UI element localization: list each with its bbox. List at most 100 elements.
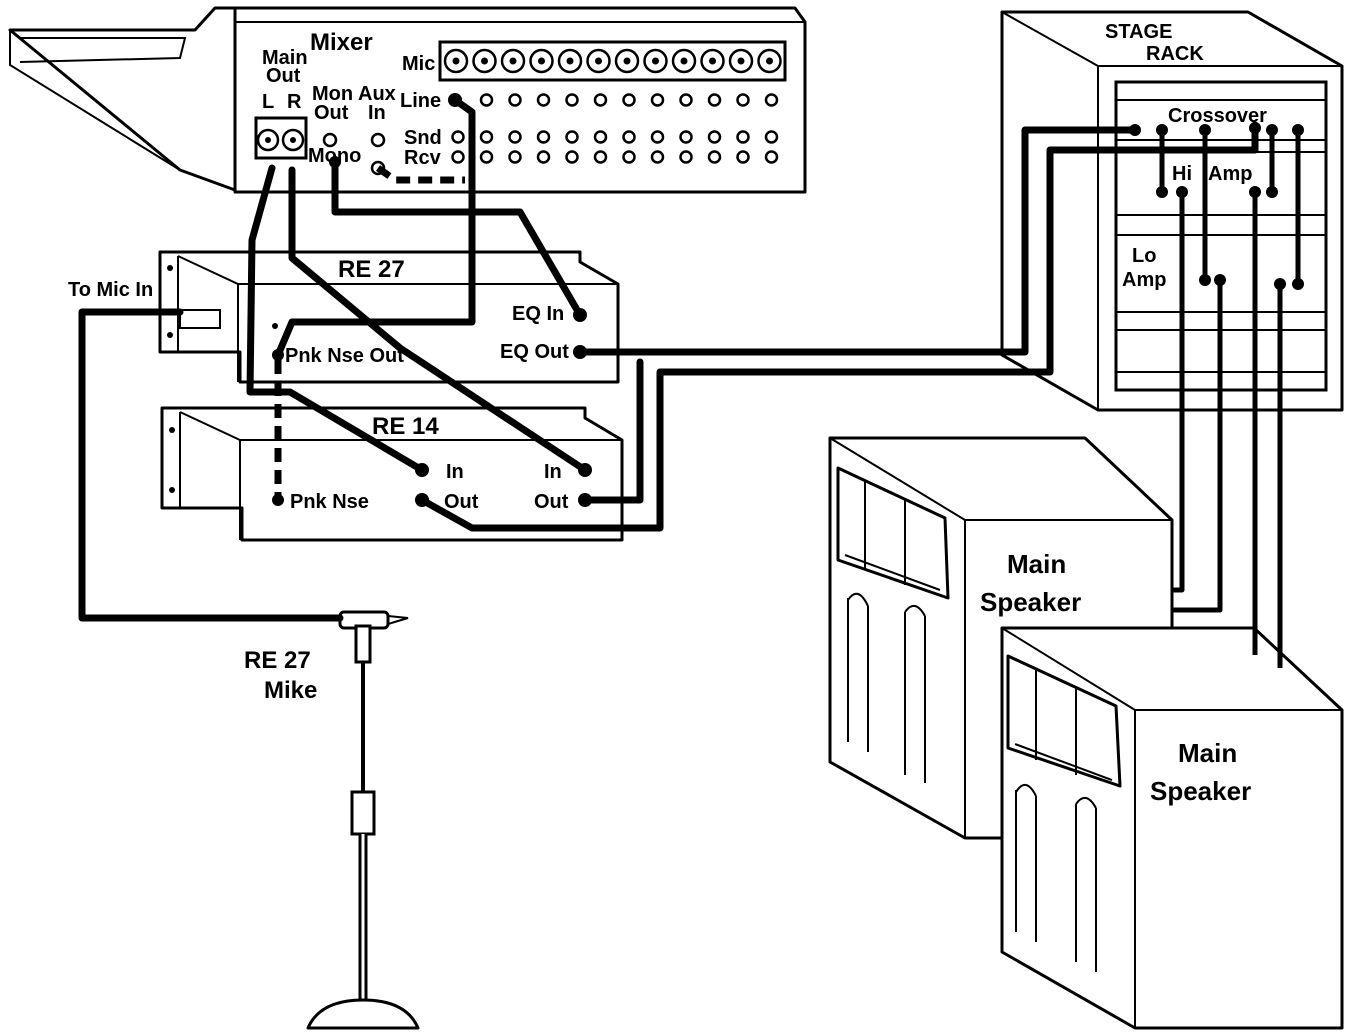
hi-amp-amp-label: Amp	[1208, 163, 1252, 185]
channel-jack	[650, 93, 665, 107]
re14-in-right-label: In	[544, 461, 562, 483]
mic-jack-pin	[737, 57, 745, 65]
main-out-label-2: Out	[266, 65, 301, 87]
channel-jack	[593, 93, 608, 107]
mic-jack-pin	[595, 57, 602, 65]
channel-jack	[679, 130, 693, 144]
channel-jack	[508, 150, 522, 164]
re14-out-left-label: Out	[444, 491, 479, 513]
channel-jack	[736, 93, 750, 107]
re14-in-left-label: In	[446, 461, 464, 483]
line-label: Line	[400, 90, 441, 112]
mic-jack-pin	[680, 57, 688, 65]
aux-in-jack	[370, 132, 386, 148]
mic-jack-strip	[438, 40, 787, 82]
re14-pink-noise-jack	[272, 494, 284, 506]
re14-in-right-jack	[578, 463, 592, 477]
re14-in-left-jack	[415, 463, 429, 477]
mixer-title: Mixer	[310, 29, 373, 56]
channel-jack	[707, 130, 722, 144]
re14-pink-noise-label: Pnk Nse	[290, 491, 369, 513]
channel-jack	[764, 150, 779, 164]
stage-rack-title-2: RACK	[1146, 43, 1204, 65]
channel-jack	[508, 130, 522, 144]
mixer: Mixer Main Out L R Mon Out Aux In Mic Li…	[8, 6, 807, 194]
mon-out-label-2: Out	[314, 102, 349, 124]
channel-jack	[707, 93, 722, 107]
mic-jack-pin	[709, 57, 716, 65]
crossover-label: Crossover	[1168, 105, 1267, 127]
mic-jack-pin	[652, 57, 659, 65]
aux-in-label-1: Aux	[358, 83, 396, 105]
pink-noise-out-jack	[272, 349, 284, 361]
channel-jack	[565, 150, 579, 164]
eq-out-label: EQ Out	[500, 341, 569, 363]
channel-jack	[451, 150, 465, 164]
send-jacks	[451, 130, 779, 144]
speaker-wiring	[1159, 130, 1301, 668]
mic-jack-pin	[623, 57, 631, 65]
channel-jack	[622, 130, 636, 144]
channel-jack	[764, 93, 779, 107]
channel-jack	[593, 150, 608, 164]
mic-jack-pin	[452, 57, 460, 65]
main-out-label-1: Main	[262, 47, 308, 69]
rcv-label: Rcv	[404, 147, 442, 169]
channel-jack	[479, 93, 494, 107]
speaker-2-label-2: Speaker	[1150, 776, 1251, 806]
line-jacks	[479, 93, 779, 107]
re14-out-right-jack	[578, 493, 592, 507]
to-mic-in-label: To Mic In	[68, 279, 153, 301]
channel-jack	[622, 93, 636, 107]
receive-jacks	[451, 150, 779, 164]
main-speaker-2: Main Speaker	[1000, 626, 1344, 1030]
stand-clutch	[350, 790, 376, 836]
hi-amp-hi-label: Hi	[1172, 163, 1192, 185]
channel-jack	[650, 130, 665, 144]
channel-jack	[479, 150, 494, 164]
channel-jack	[650, 150, 665, 164]
mono-label: Mono	[308, 145, 361, 167]
mic-jacks	[443, 48, 782, 74]
mic-label: Mic	[402, 53, 435, 75]
mike-label-1: RE 27	[244, 647, 311, 674]
re14-unit: RE 14 In Out In Out Pnk Nse	[160, 406, 624, 542]
channel-jack	[736, 150, 750, 164]
cables	[78, 96, 1259, 622]
channel-jack	[707, 150, 722, 164]
mic-jack-pin	[538, 57, 545, 65]
channel-jack	[451, 130, 465, 144]
channel-jack	[565, 93, 579, 107]
mic-stand: RE 27 Mike	[244, 610, 420, 1030]
lo-amp-amp-label: Amp	[1122, 269, 1166, 291]
mic-jack-pin	[566, 57, 574, 65]
re14-out-left-jack	[415, 493, 429, 507]
channel-jack	[536, 93, 551, 107]
re27-mic-input-jack	[179, 309, 221, 329]
connector-dots	[272, 93, 1304, 507]
channel-jack	[508, 93, 522, 107]
channel-jack	[622, 150, 636, 164]
eq-in-jack	[573, 308, 587, 322]
re14-out-right-label: Out	[534, 491, 569, 513]
main-out-left-label: L	[262, 91, 274, 113]
channel-jack	[479, 130, 494, 144]
channel-jack	[736, 130, 750, 144]
mic-jack-pin	[509, 57, 517, 65]
aux-in-label-2: In	[368, 102, 386, 124]
re27-unit: RE 27 EQ In EQ Out Pnk Nse Out To Mic In	[68, 250, 620, 384]
mic-jack-pin	[766, 57, 773, 65]
channel-jack	[679, 93, 693, 107]
stand-base	[306, 998, 420, 1030]
mike-label-2: Mike	[264, 677, 317, 704]
pink-noise-out-label: Pnk Nse Out	[285, 345, 404, 367]
channel-jack	[565, 130, 579, 144]
stage-rack-title-1: STAGE	[1105, 21, 1172, 43]
speaker-1-label-1: Main	[1007, 549, 1066, 579]
re14-title: RE 14	[372, 413, 439, 440]
snd-label: Snd	[404, 127, 442, 149]
mic-jack-pin	[481, 57, 488, 65]
channel-jack	[536, 130, 551, 144]
channel-jack	[593, 130, 608, 144]
mon-out-label-1: Mon	[312, 83, 353, 105]
